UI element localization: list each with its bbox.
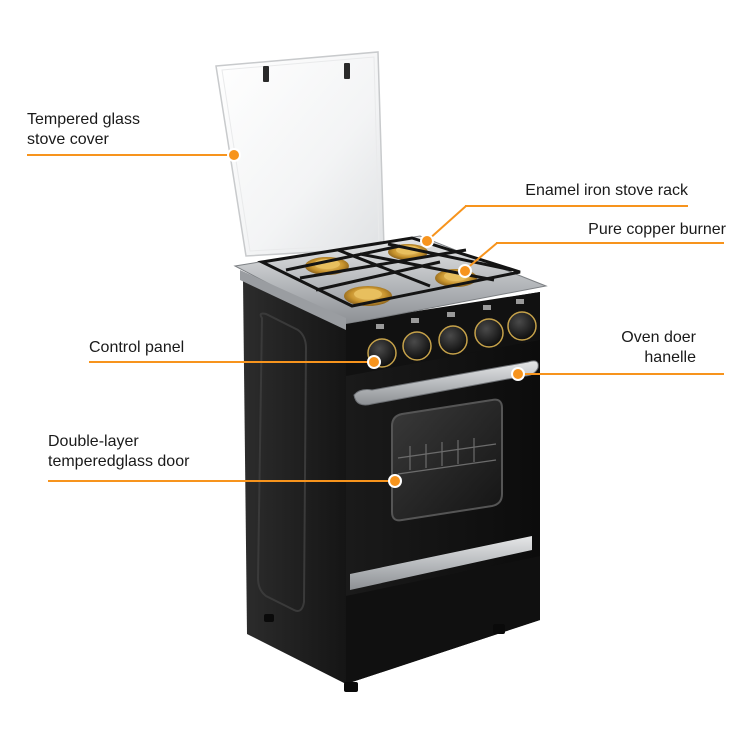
oven-handle-label-line2: hanelle bbox=[644, 349, 696, 366]
oven-handle-label-line1: Oven doer bbox=[621, 329, 696, 346]
oven-handle-marker-dot bbox=[511, 367, 525, 381]
control-panel-leader-line bbox=[89, 361, 373, 363]
oven-handle-shape bbox=[353, 360, 539, 406]
glass-door-label-line1: Double-layer bbox=[48, 433, 139, 450]
copper-burner-leader-line bbox=[496, 242, 724, 244]
glass-cover-label: Tempered glass stove cover bbox=[27, 110, 140, 150]
stove-rack bbox=[257, 236, 521, 308]
glass-door-marker-dot bbox=[388, 474, 402, 488]
copper-burner-label: Pure copper burner bbox=[588, 221, 726, 238]
knobs bbox=[367, 299, 537, 368]
oven-handle-label: Oven doer hanelle bbox=[621, 328, 696, 368]
stove-rack-label: Enamel iron stove rack bbox=[525, 182, 688, 199]
copper-burner-marker-dot bbox=[458, 264, 472, 278]
control-panel-marker-dot bbox=[367, 355, 381, 369]
side-panel bbox=[243, 280, 346, 684]
control-panel-label: Control panel bbox=[89, 339, 185, 356]
glass-door-label-line2: temperedglass door bbox=[48, 453, 190, 470]
glass-cover-marker-dot bbox=[227, 148, 241, 162]
glass-cover-label-line1: Tempered glass bbox=[27, 111, 140, 128]
glass-cover-leader-line bbox=[27, 154, 231, 156]
glass-door-label: Double-layer temperedglass door bbox=[48, 432, 189, 472]
oven-window bbox=[391, 398, 503, 522]
storage-drawer bbox=[346, 556, 540, 684]
stove-rack-marker-dot bbox=[420, 234, 434, 248]
stove-rack-leader-line bbox=[465, 205, 688, 207]
glass-door-leader-line bbox=[48, 480, 394, 482]
glass-cover bbox=[215, 51, 385, 257]
oven-handle-leader-line bbox=[520, 373, 724, 375]
glass-cover-label-line2: stove cover bbox=[27, 131, 109, 148]
